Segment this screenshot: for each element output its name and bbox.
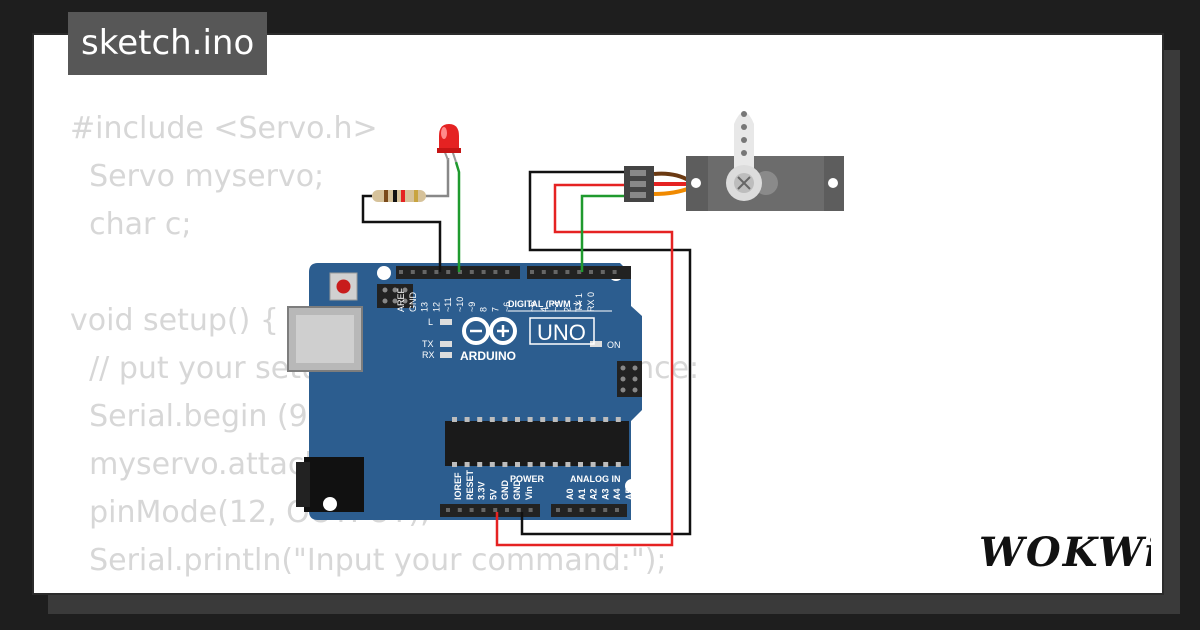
arduino-infinity-logo	[462, 317, 517, 345]
power-label: POWER	[510, 474, 545, 484]
reset-button[interactable]	[329, 272, 358, 301]
pin-label-bottom: GND	[500, 480, 510, 501]
led-tx	[440, 341, 452, 347]
pin-label-top: AREF	[396, 287, 406, 312]
code-line: Servo myservo;	[70, 159, 325, 194]
analog-label: ANALOG IN	[570, 474, 621, 484]
wire-led-to-pin12	[454, 161, 461, 272]
led-l	[440, 319, 452, 325]
pin-label-bottom: A0	[565, 488, 575, 500]
wires	[361, 158, 692, 547]
pin-label-bottom: A2	[589, 488, 599, 500]
power-header	[440, 504, 540, 517]
led-on-label: ON	[607, 340, 621, 350]
pin-label-top: GND	[408, 292, 418, 313]
icsp-header-top	[377, 284, 413, 308]
code-line: #include <Servo.h>	[70, 111, 378, 146]
wire-servo-5v	[495, 183, 674, 547]
led-on	[590, 341, 602, 347]
code-line: myservo.write(180);	[70, 585, 699, 593]
pin-label-top: 13	[420, 302, 430, 312]
pin-label-bottom: GND	[512, 480, 522, 501]
code-line: char c;	[70, 207, 192, 242]
code-background: #include <Servo.h> Servo myservo; char c…	[70, 105, 699, 593]
pin-label-bottom: A1	[577, 488, 587, 500]
resistor[interactable]	[372, 190, 426, 202]
sketch-title-tab: sketch.ino	[68, 12, 268, 75]
wire-servo-signal	[580, 194, 626, 272]
pin-label-bottom: RESET	[465, 469, 475, 500]
pin-label-top: 8	[479, 307, 489, 312]
pin-label-top: 7	[490, 307, 500, 312]
pin-label-top: ~9	[467, 302, 477, 312]
red-led[interactable]	[437, 124, 461, 163]
servo-motor[interactable]	[624, 111, 844, 211]
pin-label-bottom: A4	[612, 488, 622, 500]
arduino-brand: ARDUINO	[460, 349, 516, 363]
digital-label: DIGITAL (PWM ~)	[508, 299, 581, 309]
pin-label-top: TX 1	[574, 293, 584, 312]
pin-label-top: 12	[431, 302, 441, 312]
wire-resistor-to-led	[425, 158, 450, 198]
pin-label-top: ~11	[443, 297, 453, 312]
pin-label-top: ~5	[527, 302, 537, 312]
pin-label-top: RX 0	[586, 292, 596, 312]
wokwi-logo-text: WOKWi	[979, 529, 1151, 576]
pin-label-top: ~3	[551, 302, 561, 312]
pin-label-bottom: 3.3V	[477, 481, 487, 500]
pin-label-bottom: A5	[624, 488, 634, 500]
wire-servo-gnd	[520, 170, 692, 536]
pin-label-bottom: A3	[600, 488, 610, 500]
pin-label-top: ~6	[502, 302, 512, 312]
atmega-chip	[445, 417, 629, 467]
led-l-label: L	[428, 317, 433, 327]
led-rx	[440, 352, 452, 358]
wokwi-logo: WOKWi	[979, 529, 1151, 576]
board-model: UNO	[537, 320, 586, 345]
pin-label-bottom: 5V	[488, 489, 498, 500]
code-line: void setup() {	[70, 303, 279, 338]
led-tx-label: TX	[422, 339, 434, 349]
led-rx-label: RX	[422, 350, 435, 360]
pin-label-top: 2	[562, 307, 572, 312]
pin-label-bottom: IOREF	[453, 472, 463, 500]
pin-label-top: 4	[539, 307, 549, 312]
code-line: Serial.println("Input your command:");	[70, 543, 667, 578]
pin-label-top: ~10	[455, 297, 465, 312]
analog-header	[551, 504, 627, 517]
wire-resistor-to-gnd	[361, 194, 442, 272]
pin-label-bottom: Vin	[524, 486, 534, 500]
icsp-header-right	[617, 361, 642, 397]
